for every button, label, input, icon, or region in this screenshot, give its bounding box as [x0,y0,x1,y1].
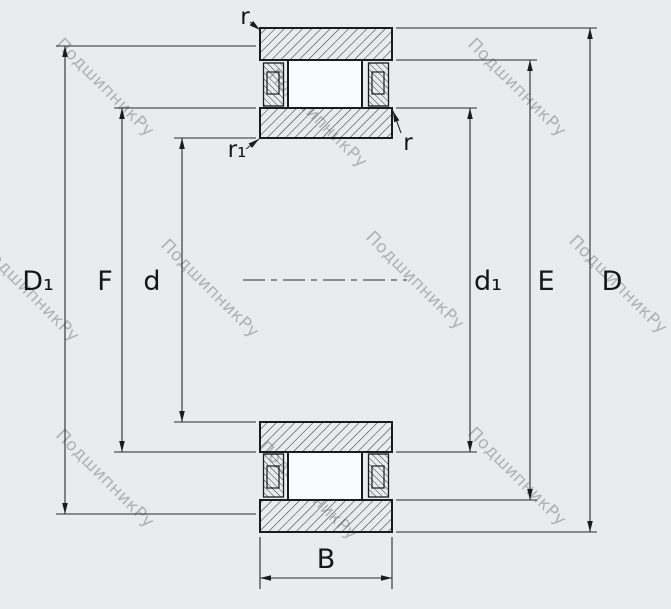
leader-r1 [245,138,260,150]
watermark-text: ПодшипникРу [51,425,158,532]
outer-ring-bottom [259,499,393,533]
inner-ring-top [259,107,393,139]
label-B: B [317,544,336,575]
watermark-text: ПодшипникРу [51,34,158,141]
bearing-bottom-section [259,421,393,533]
label-r1: r₁ [228,137,247,163]
label-r-top: r [240,4,250,30]
outer-ring-top [259,27,393,61]
leader-r-top [249,20,261,31]
label-F: F [97,266,113,297]
label-E: E [537,266,554,297]
bearing-top-section [259,27,393,139]
dimension-lines [56,20,597,589]
dimension-labels: D₁ F d d₁ E D B r r₁ r [22,4,622,575]
inner-ring-bottom [259,421,393,453]
cage-rivet-right-top [371,71,385,95]
cage-rivet-right-bottom [371,465,385,489]
watermark-text: ПодшипникРу [463,34,570,141]
cage-rivet-left-top [266,71,280,95]
cage-rivet-left-bottom [266,465,280,489]
leader-r-right [392,110,402,134]
label-d: d [143,266,160,297]
watermark-text: ПодшипникРу [361,227,468,334]
watermark-text: ПодшипникРу [463,423,570,530]
label-r-right: r [403,130,413,156]
roller-top [287,59,363,109]
label-d1: d₁ [474,266,502,297]
label-D: D [602,266,623,297]
watermark-text: ПодшипникРу [156,235,263,342]
label-D1: D₁ [22,266,54,297]
roller-bottom [287,451,363,501]
